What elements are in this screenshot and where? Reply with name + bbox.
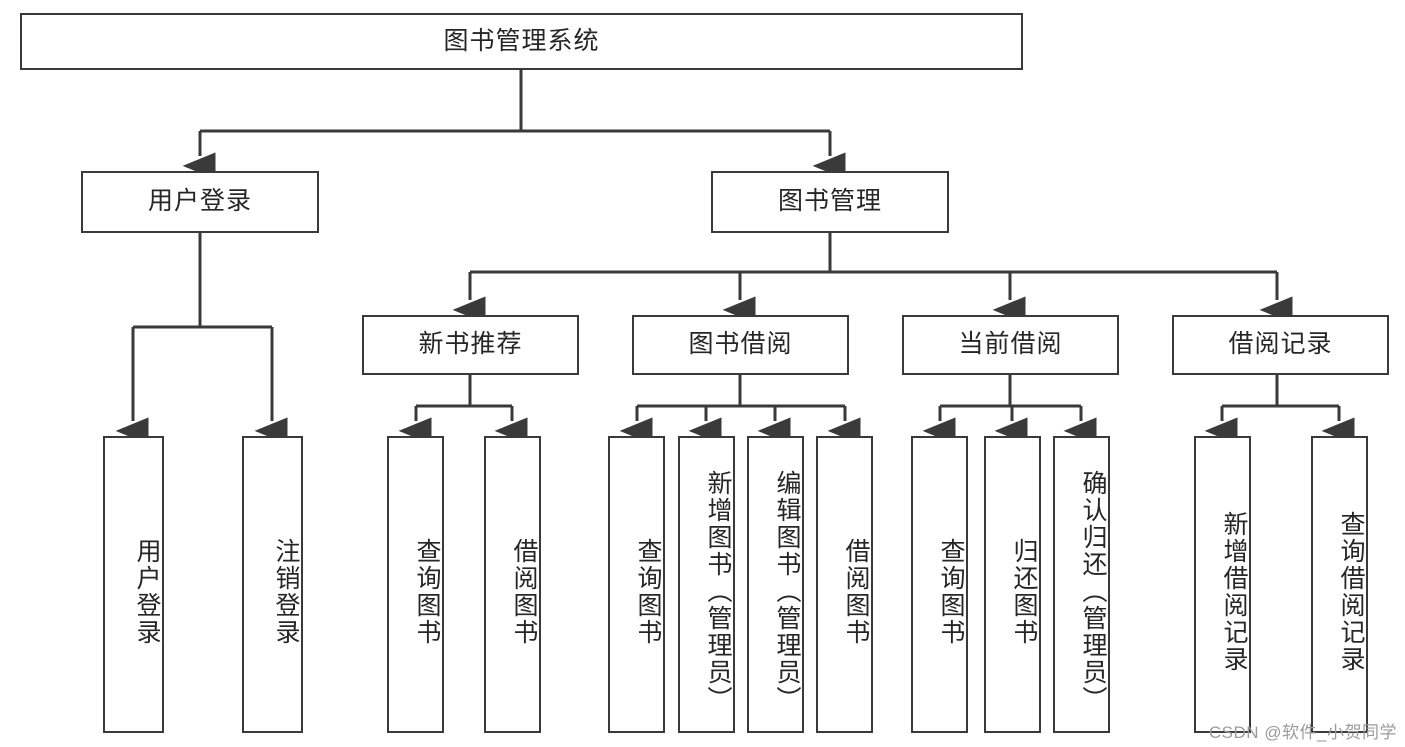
node-user-login[interactable]: 用户登录 — [81, 171, 319, 233]
node-root-system[interactable]: 图书管理系统 — [20, 13, 1023, 70]
leaf-confirm-return-admin[interactable]: 确认归还（管理员） — [1053, 436, 1110, 733]
leaf-user-login[interactable]: 用户登录 — [103, 436, 164, 733]
leaf-user-logout[interactable]: 注销登录 — [242, 436, 303, 733]
leaf-add-borrow-record[interactable]: 新增借阅记录 — [1194, 436, 1251, 733]
node-borrow-record[interactable]: 借阅记录 — [1172, 315, 1389, 375]
node-book-manage[interactable]: 图书管理 — [711, 171, 949, 233]
leaf-borrow-book[interactable]: 借阅图书 — [816, 436, 873, 733]
leaf-query-book-current[interactable]: 查询图书 — [911, 436, 968, 733]
leaf-borrow-book-recommend[interactable]: 借阅图书 — [484, 436, 541, 733]
leaf-return-book[interactable]: 归还图书 — [984, 436, 1041, 733]
node-book-borrow[interactable]: 图书借阅 — [632, 315, 849, 375]
node-current-borrow[interactable]: 当前借阅 — [902, 315, 1119, 375]
leaf-edit-book-admin[interactable]: 编辑图书（管理员） — [747, 436, 804, 733]
leaf-query-book-recommend[interactable]: 查询图书 — [387, 436, 444, 733]
leaf-add-book-admin[interactable]: 新增图书（管理员） — [678, 436, 735, 733]
leaf-query-book-borrow[interactable]: 查询图书 — [608, 436, 665, 733]
watermark-csdn: CSDN @软件_小贺同学 — [1208, 723, 1397, 742]
node-new-book-recommend[interactable]: 新书推荐 — [362, 315, 579, 375]
leaf-query-borrow-record[interactable]: 查询借阅记录 — [1311, 436, 1368, 733]
